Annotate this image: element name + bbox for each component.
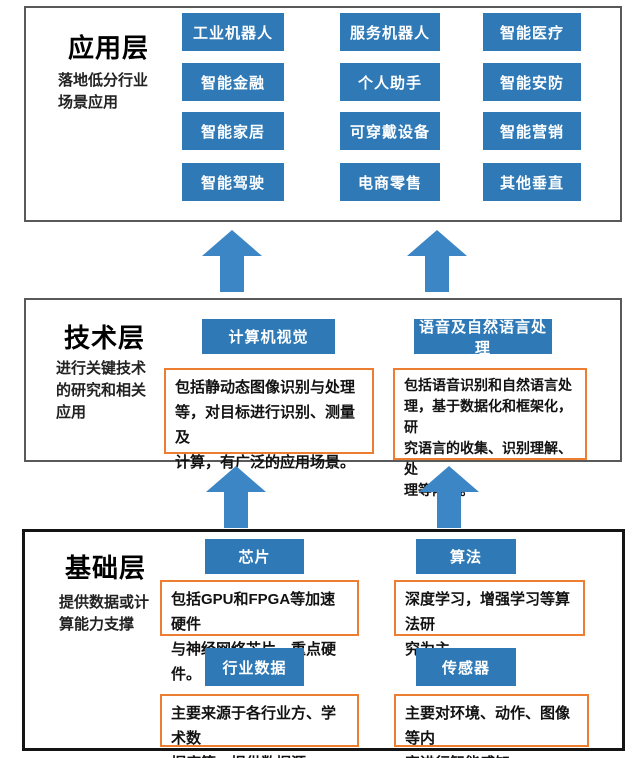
foundation-layer-subtitle: 提供数据或计 算能力支撑 xyxy=(59,594,150,633)
base-group-label: 传感器 xyxy=(416,648,516,686)
application-layer-subtitle: 落地低分行业 场景应用 xyxy=(58,72,149,111)
base-group-description: 主要来源于各行业方、学术数 据库等，提供数据源。 xyxy=(160,694,359,758)
tech-group-description: 包括语音识别和自然语言处 理，基于数据化和框架化，研 究语言的收集、识别理解、处… xyxy=(393,368,587,498)
technology-layer-subtitle: 进行关键技术 的研究和相关 应用 xyxy=(56,360,147,421)
app-item: 服务机器人 xyxy=(340,13,440,51)
up-arrow-icon xyxy=(406,230,468,292)
up-arrow-icon xyxy=(205,466,267,528)
foundation-layer-section: 基础层 提供数据或计 算能力支撑 芯片 算法 包括GPU和FPGA等加速硬件 与… xyxy=(22,529,625,758)
app-item: 电商零售 xyxy=(340,163,440,201)
technology-layer-section: 技术层 进行关键技术 的研究和相关 应用 计算机视觉 语音及自然语言处理 包括静… xyxy=(24,298,622,498)
app-item: 智能安防 xyxy=(483,63,581,101)
base-group-label: 算法 xyxy=(416,539,516,574)
tech-group-description: 包括静动态图像识别与处理 等，对目标进行识别、测量及 计算，有广泛的应用场景。 xyxy=(164,368,374,471)
base-group-description: 深度学习，增强学习等算法研 究为主。 xyxy=(394,580,585,658)
app-item: 智能营销 xyxy=(483,112,581,150)
app-item: 智能家居 xyxy=(182,112,284,150)
tech-group-label: 语音及自然语言处理 xyxy=(414,319,552,357)
up-arrow-icon xyxy=(201,230,263,292)
application-layer-title: 应用层 xyxy=(68,33,150,63)
app-item: 可穿戴设备 xyxy=(340,112,440,150)
technology-layer-title: 技术层 xyxy=(64,323,146,353)
base-group-description: 包括GPU和FPGA等加速硬件 与神经网络芯片，重点硬件。 xyxy=(160,580,359,683)
application-layer-section: 应用层 落地低分行业 场景应用 工业机器人 服务机器人 智能医疗 智能金融 个人… xyxy=(24,6,622,222)
base-group-description: 主要对环境、动作、图像等内 容进行智能感知。 xyxy=(394,694,589,758)
tech-group-label: 计算机视觉 xyxy=(202,319,335,354)
app-item: 个人助手 xyxy=(340,63,440,101)
up-arrow-icon xyxy=(418,466,480,528)
app-item: 工业机器人 xyxy=(182,13,284,51)
app-item: 其他垂直 xyxy=(483,163,581,201)
app-item: 智能驾驶 xyxy=(182,163,284,201)
base-group-label: 行业数据 xyxy=(205,648,304,686)
app-item: 智能医疗 xyxy=(483,13,581,51)
app-item: 智能金融 xyxy=(182,63,284,101)
foundation-layer-title: 基础层 xyxy=(65,553,147,583)
base-group-label: 芯片 xyxy=(205,539,304,574)
